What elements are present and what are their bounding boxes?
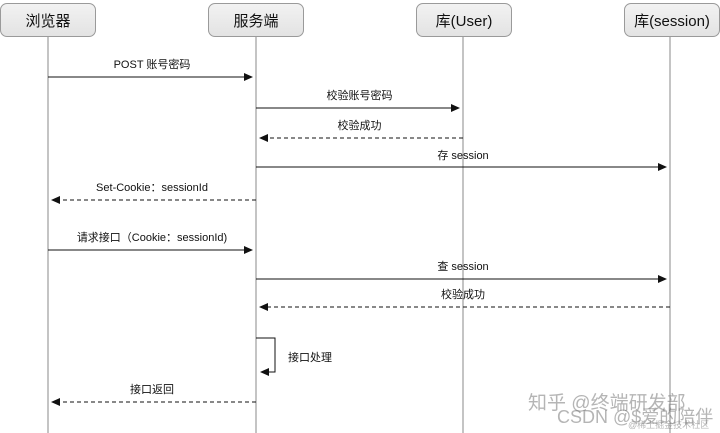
message-label-set-cookie: Set-Cookie：sessionId — [96, 182, 208, 194]
message-label-verify-success: 校验成功 — [337, 120, 382, 132]
watermark-zhihu: 知乎 @终端研发部 — [528, 393, 686, 414]
actor-server: 服务端 — [208, 3, 304, 37]
message-label-query-session: 查 session — [437, 261, 489, 273]
watermark-juejin: @稀土掘金技术社区 — [628, 420, 710, 430]
actor-user-database: 库(User) — [416, 3, 512, 37]
message-label-verify-credentials: 校验账号密码 — [326, 90, 393, 102]
message-label-api-return: 接口返回 — [130, 384, 174, 396]
actor-session-database: 库(session) — [624, 3, 720, 37]
message-label-post-credentials: POST 账号密码 — [113, 59, 191, 71]
message-label-process-api: 接口处理 — [288, 352, 332, 364]
watermark-csdn: CSDN @$爱的陪伴 — [557, 407, 714, 427]
message-label-request-api: 请求接口（Cookie：sessionId) — [76, 232, 228, 244]
message-label-verify-success-2: 校验成功 — [441, 289, 485, 301]
self-message-arrow — [256, 337, 276, 376]
message-label-store-session: 存 session — [437, 150, 489, 162]
actor-browser: 浏览器 — [0, 3, 96, 37]
